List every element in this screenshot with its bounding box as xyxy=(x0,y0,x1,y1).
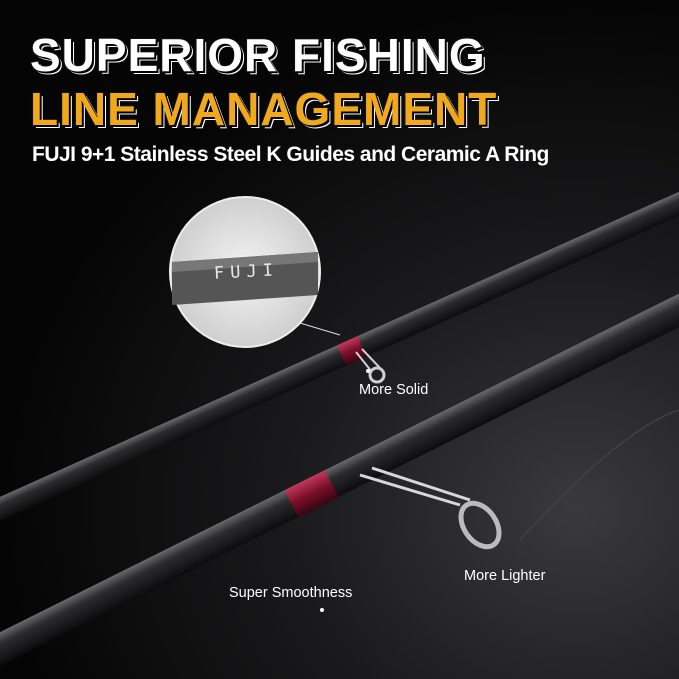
lower-guide xyxy=(359,466,502,550)
label-more-lighter: More Lighter xyxy=(464,568,546,584)
label-super-smoothness: Super Smoothness xyxy=(229,585,353,601)
fuji-brand-mark: FUJI xyxy=(213,260,280,284)
headline-line1: SUPERIOR FISHING xyxy=(29,28,486,82)
callout-dot-smooth xyxy=(320,608,324,612)
upper-thread-wrap xyxy=(337,336,367,366)
magnifier-circle xyxy=(169,196,321,348)
label-more-solid: More Solid xyxy=(359,382,429,398)
lower-rod xyxy=(0,278,679,672)
upper-guide xyxy=(355,348,386,384)
headline-line2: LINE MANAGEMENT xyxy=(29,82,498,136)
upper-rod xyxy=(0,179,679,528)
subtitle: FUJI 9+1 Stainless Steel K Guides and Ce… xyxy=(32,143,549,166)
lower-thread-wrap xyxy=(284,470,339,518)
callout-dot-solid xyxy=(366,369,370,373)
